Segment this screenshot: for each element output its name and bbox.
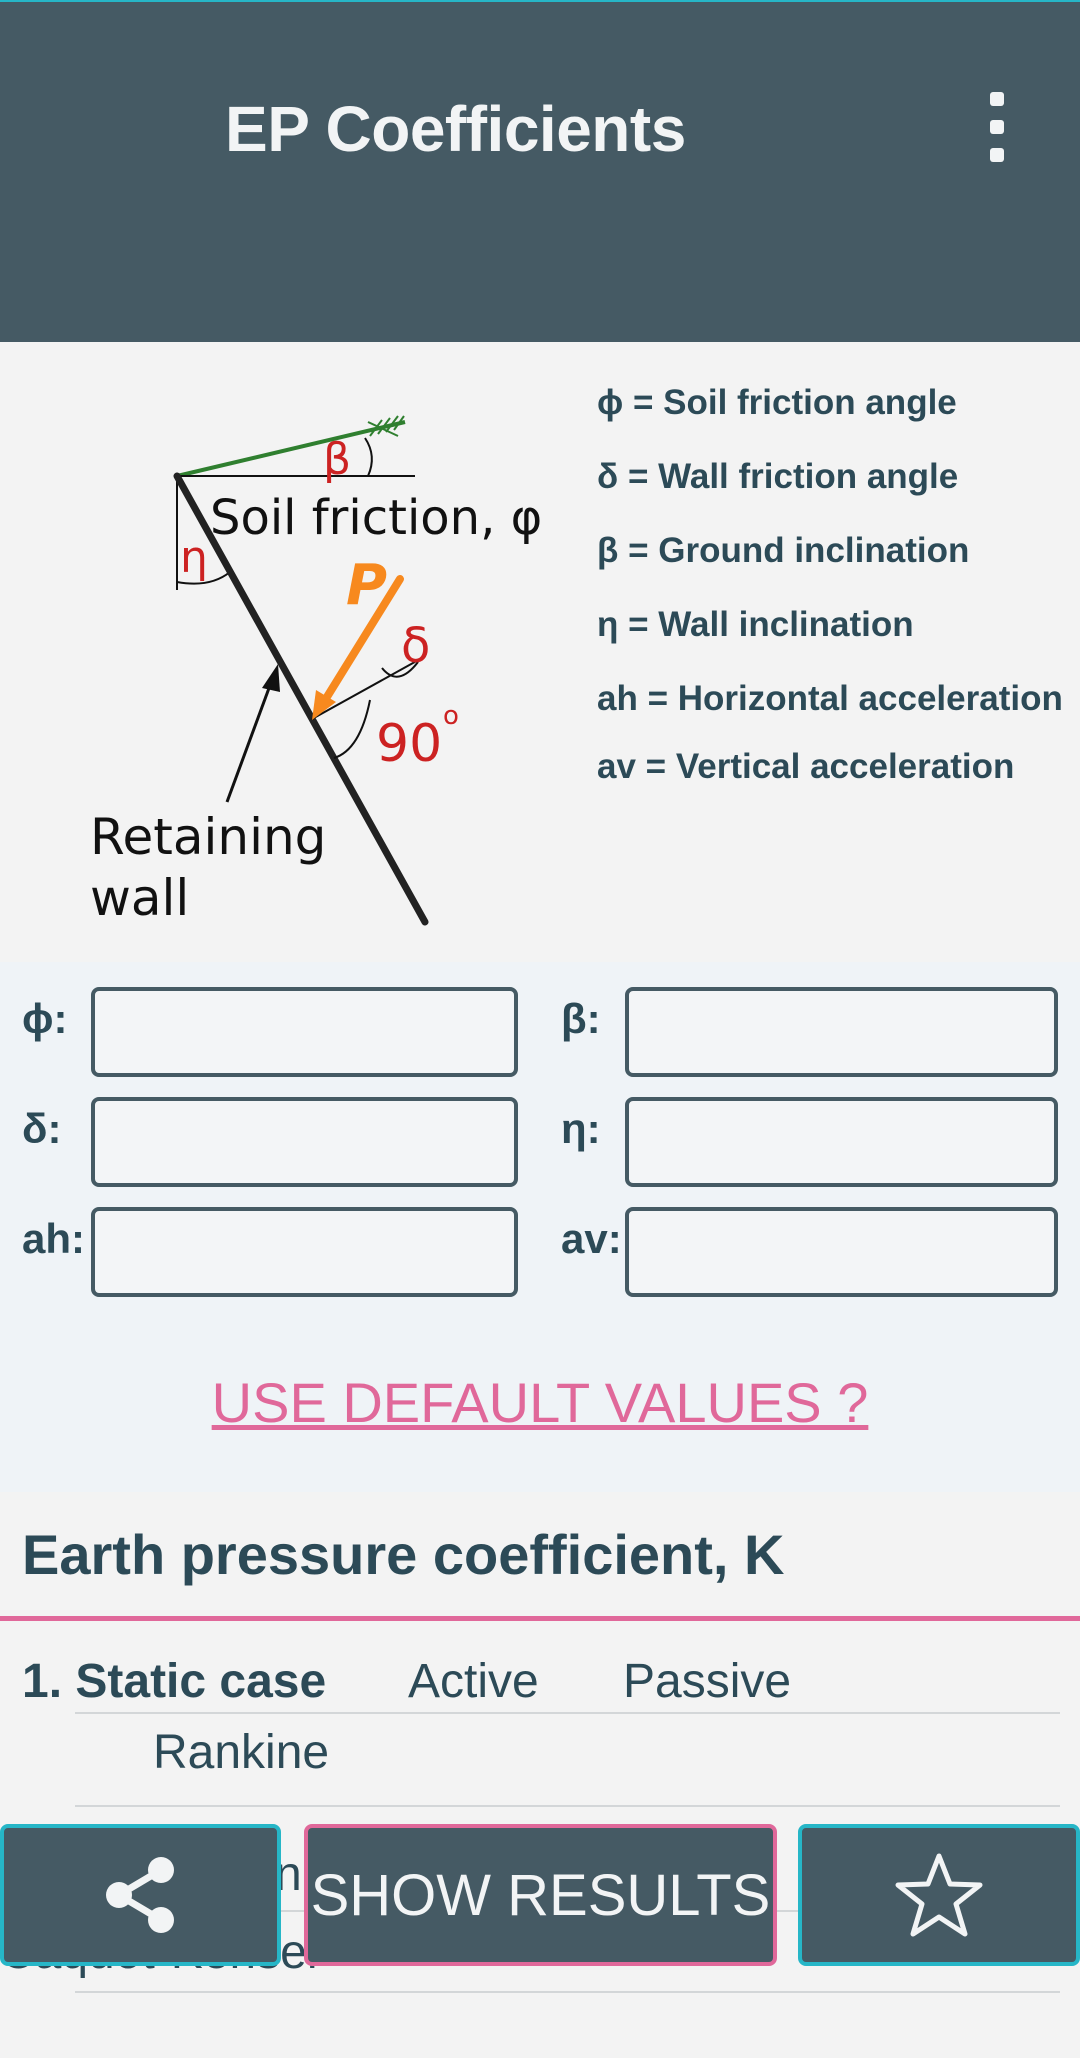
ground-line [176,420,406,478]
legend-item-eta: η = Wall inclination [597,605,914,644]
degree-mark: o [443,701,459,731]
star-outline-icon [895,1853,983,1937]
row-divider [75,1712,1060,1714]
beta-arc [364,437,373,477]
input-section: ϕ: β: δ: η: ah: av: USE DEFAULT VALUES ? [0,962,1080,1492]
eta-symbol: η [180,532,208,583]
right-angle-arc [333,699,371,759]
force-symbol: P [346,553,387,618]
normal-line [311,657,423,720]
passive-header: Passive [623,1655,792,1708]
symbol-legend: ϕ = Soil friction angle δ = Wall frictio… [597,380,1067,818]
av-input[interactable] [625,1207,1058,1297]
legend-item-av: av = Vertical acceleration [597,747,1015,786]
use-default-values-link[interactable]: USE DEFAULT VALUES ? [211,1371,869,1434]
ah-label: ah: [22,1215,85,1262]
beta-input[interactable] [625,987,1058,1077]
share-icon [105,1857,174,1933]
eta-arc [176,571,231,585]
legend-item-ah: ah = Horizontal acceleration [597,679,1063,718]
retaining-wall-line [173,472,429,926]
favorite-button[interactable] [798,1824,1080,1966]
delta-arc [381,661,419,678]
diagram-section: β η Soil friction, φ P δ 90 o Retaining … [0,342,1080,962]
phi-input[interactable] [91,987,518,1077]
app-title: EP Coefficients [225,93,686,165]
beta-symbol: β [323,434,351,485]
row-divider [75,1991,1060,1993]
legend-item-phi: ϕ = Soil friction angle [597,383,957,422]
eta-label: η: [561,1105,601,1152]
app-bar: EP Coefficients [0,0,1080,342]
wall-label-line1: Retaining [90,808,326,866]
results-section: Earth pressure coefficient, K 1. Static … [0,1492,1080,2058]
force-arrow-head [312,690,336,720]
wall-pointer-line [225,679,274,803]
beta-label: β: [561,995,601,1042]
section-divider [0,1616,1080,1621]
delta-input[interactable] [91,1097,518,1187]
ah-input[interactable] [91,1207,518,1297]
eta-input[interactable] [625,1097,1058,1187]
more-vert-icon[interactable] [985,92,1009,162]
retaining-wall-diagram: β η Soil friction, φ P δ 90 o Retaining … [90,415,542,927]
results-title: Earth pressure coefficient, K [22,1523,785,1586]
soil-friction-label: Soil friction, φ [210,490,542,546]
share-button[interactable] [0,1824,281,1966]
show-results-label: SHOW RESULTS [310,1862,771,1928]
wall-label-line2: wall [90,869,189,927]
active-header: Active [408,1655,539,1708]
legend-item-beta: β = Ground inclination [597,531,970,570]
show-results-button[interactable]: SHOW RESULTS [304,1824,777,1966]
ground-hatch [367,415,405,437]
delta-symbol: δ [401,618,430,674]
legend-item-delta: δ = Wall friction angle [597,457,959,496]
rankine-row-label: Rankine [153,1726,330,1779]
force-arrow-shaft [318,575,404,709]
row-divider [75,1805,1060,1807]
av-label: av: [561,1215,622,1262]
phi-label: ϕ: [22,995,68,1042]
delta-label: δ: [22,1105,62,1152]
static-case-label: 1. Static case [22,1655,327,1708]
wall-pointer-head [262,664,280,692]
right-angle-label: 90 [376,714,442,774]
